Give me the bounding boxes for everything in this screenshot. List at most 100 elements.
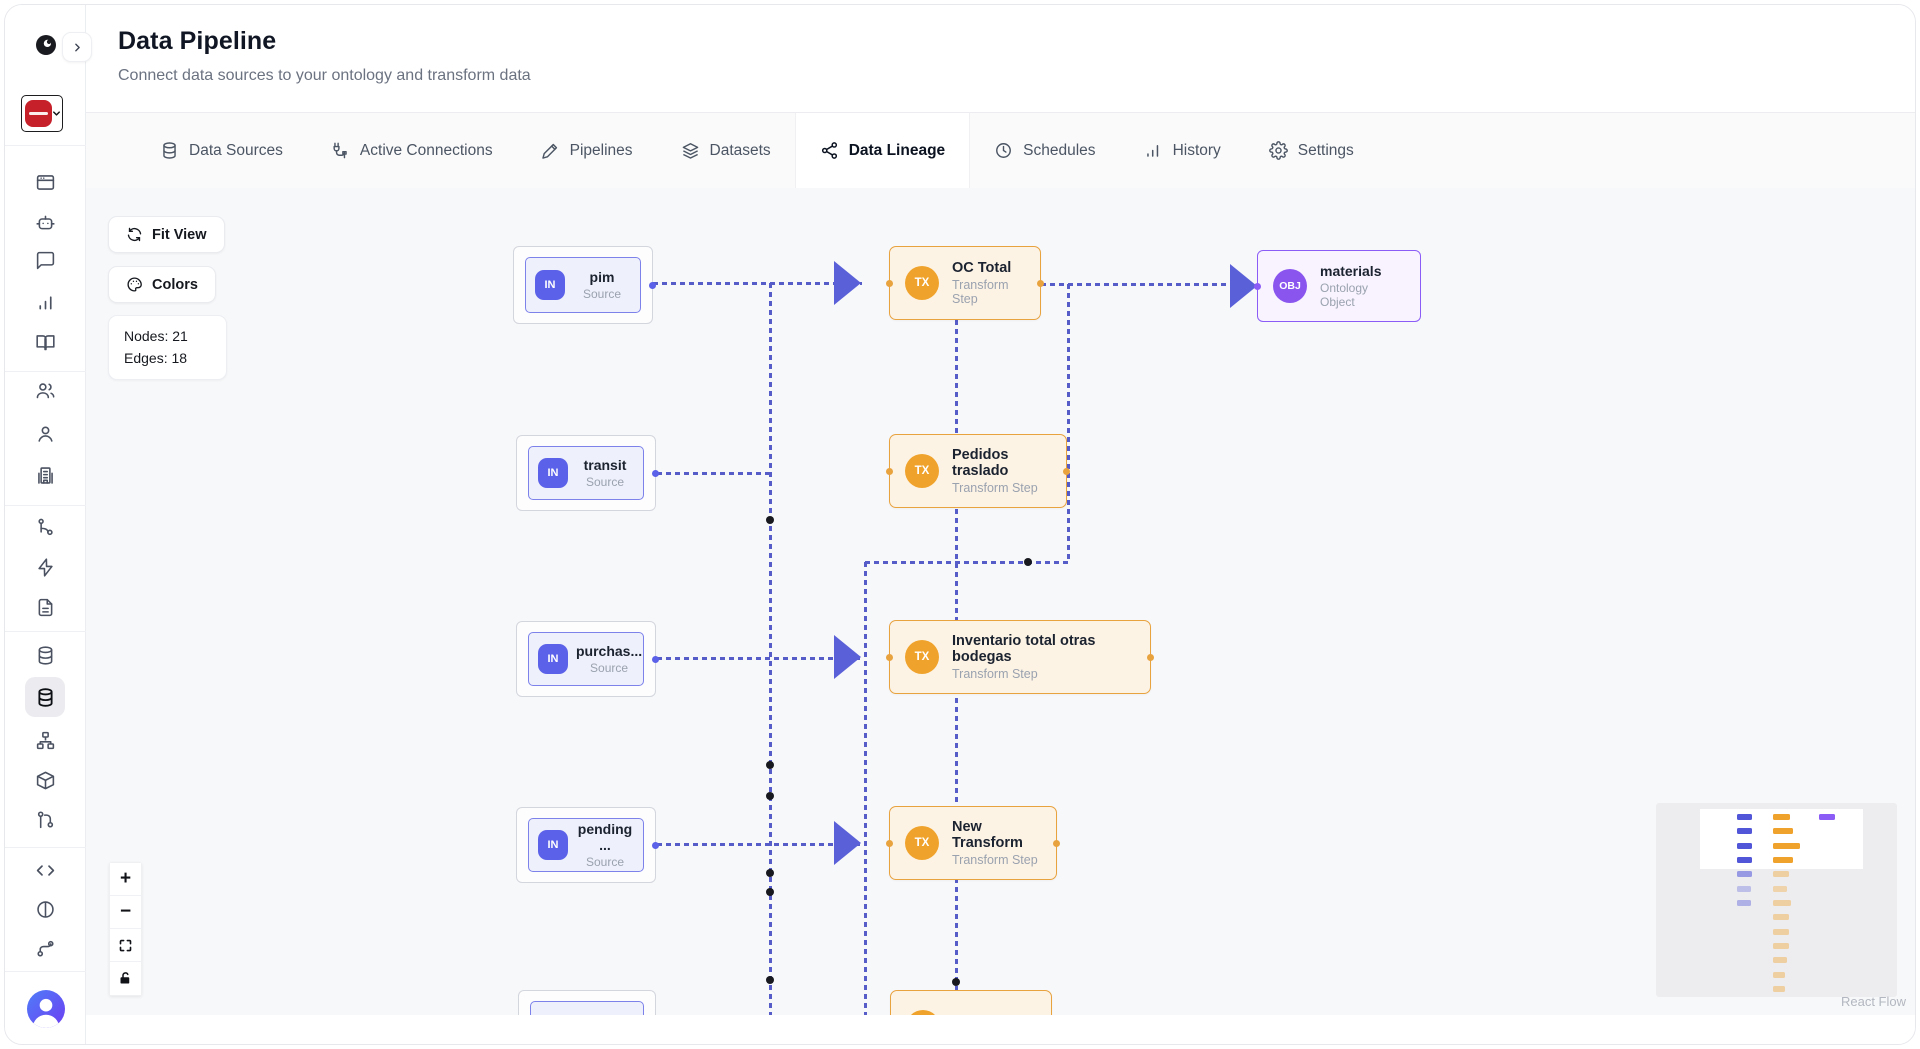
object-node-badge: OBJ — [1273, 269, 1307, 303]
sidebar-item-assistant[interactable] — [25, 202, 65, 242]
node-handle[interactable] — [652, 469, 659, 477]
product-logo[interactable] — [34, 33, 58, 57]
source-node-pim[interactable]: IN pim Source — [513, 246, 656, 324]
sidebar-item-user[interactable] — [25, 413, 65, 453]
minimap-node-mark — [1773, 814, 1790, 820]
node-handle[interactable] — [1063, 467, 1070, 475]
sidebar-collapse-button[interactable] — [62, 32, 92, 62]
source-node-pending[interactable]: IN pending ... Source — [516, 807, 659, 883]
tab-active-connections[interactable]: Active Connections — [307, 113, 517, 188]
tab-history[interactable]: History — [1120, 113, 1245, 188]
sidebar-item-analytics[interactable] — [25, 282, 65, 322]
tab-datasets[interactable]: Datasets — [657, 113, 795, 188]
node-handle[interactable] — [1053, 839, 1060, 847]
source-node-badge: IN — [535, 270, 565, 300]
object-node-materials[interactable]: OBJ materials Ontology Object — [1254, 250, 1421, 322]
node-handle[interactable] — [1254, 282, 1261, 290]
node-handle[interactable] — [886, 467, 893, 475]
page-header: Data Pipeline Connect data sources to yo… — [86, 5, 1915, 112]
node-handle[interactable] — [886, 279, 893, 287]
sidebar-item-versions[interactable] — [25, 928, 65, 968]
database-icon — [37, 687, 53, 707]
cube-icon — [36, 771, 54, 789]
source-node-partial[interactable] — [518, 990, 656, 1015]
transform-node-subtitle: Transform Step — [952, 667, 1038, 681]
sidebar — [5, 5, 86, 1044]
bar-chart-icon — [1146, 144, 1158, 157]
chevron-down-icon — [53, 111, 60, 116]
sidebar-item-code[interactable] — [25, 850, 65, 890]
source-node-badge: IN — [538, 644, 568, 674]
tab-pipelines[interactable]: Pipelines — [517, 113, 657, 188]
nodes-count: Nodes: 21 — [124, 328, 188, 344]
workspace-switcher[interactable] — [21, 95, 63, 132]
node-handle[interactable] — [652, 841, 659, 849]
sidebar-item-branches[interactable] — [25, 507, 65, 547]
minimap-node-mark — [1773, 900, 1791, 906]
sidebar-item-docs[interactable] — [25, 322, 65, 362]
transform-node-new-transform[interactable]: TX New Transform Transform Step — [886, 806, 1060, 880]
fit-view-control-button[interactable] — [110, 929, 141, 962]
sidebar-item-data-sources[interactable] — [25, 635, 65, 675]
object-node-subtitle: Ontology Object — [1320, 281, 1369, 309]
colors-button[interactable]: Colors — [108, 266, 216, 303]
minimap-node-mark — [1737, 814, 1752, 820]
clock-icon — [996, 143, 1012, 158]
transform-node-pedidos-traslado[interactable]: TX Pedidos traslado Transform Step — [886, 434, 1070, 508]
node-handle[interactable] — [652, 655, 659, 663]
transform-node-inventario[interactable]: TX Inventario total otras bodegas Transf… — [886, 620, 1154, 694]
sidebar-item-pull-requests[interactable] — [25, 799, 65, 839]
sidebar-divider — [5, 631, 86, 632]
source-node-subtitle: Source — [582, 287, 622, 301]
sidebar-item-model[interactable] — [25, 889, 65, 929]
node-handle[interactable] — [649, 281, 656, 289]
react-flow-attribution[interactable]: React Flow — [1840, 994, 1906, 1009]
minimap-node-mark — [1773, 886, 1787, 892]
node-handle[interactable] — [1147, 653, 1154, 661]
lock-button[interactable] — [110, 962, 141, 995]
sidebar-item-objects[interactable] — [25, 760, 65, 800]
split-circle-icon — [36, 900, 54, 918]
sidebar-item-users[interactable] — [25, 370, 65, 410]
minus-icon: − — [119, 901, 132, 922]
edge-junction-dot — [952, 978, 960, 986]
minimap[interactable] — [1656, 803, 1897, 997]
minimap-node-mark — [1819, 814, 1835, 820]
transform-node-oc-total[interactable]: TX OC Total Transform Step — [886, 246, 1044, 320]
node-handle[interactable] — [1037, 279, 1044, 287]
node-handle[interactable] — [886, 653, 893, 661]
building-icon — [37, 466, 53, 484]
source-node-badge: IN — [538, 830, 568, 860]
fit-view-button[interactable]: Fit View — [108, 216, 225, 253]
transform-node-subtitle: Transform Step — [952, 481, 1038, 495]
bar-chart-icon — [38, 295, 52, 309]
zoom-out-button[interactable]: − — [110, 896, 141, 929]
sidebar-item-automations[interactable] — [25, 547, 65, 587]
node-handle[interactable] — [886, 839, 893, 847]
sidebar-item-data-pipeline[interactable] — [25, 677, 65, 717]
edges-count: Edges: 18 — [124, 349, 188, 366]
tab-data-lineage[interactable]: Data Lineage — [794, 113, 971, 188]
graph-stats-panel: Nodes: 21 Edges: 18 — [108, 315, 227, 381]
sidebar-item-documents[interactable] — [25, 587, 65, 627]
file-text-icon — [38, 598, 52, 616]
user-avatar[interactable] — [27, 990, 65, 1028]
sitemap-icon — [36, 731, 54, 749]
edge-arrowhead — [834, 635, 861, 679]
sidebar-item-window[interactable] — [25, 162, 65, 202]
tab-schedules[interactable]: Schedules — [970, 113, 1119, 188]
sidebar-item-organization[interactable] — [25, 455, 65, 495]
tab-settings[interactable]: Settings — [1245, 113, 1378, 188]
sidebar-item-hierarchy[interactable] — [25, 720, 65, 760]
source-node-subtitle: Source — [585, 475, 625, 489]
object-node-title: materials — [1320, 263, 1382, 279]
transform-node-subtitle: Transform Step — [952, 853, 1038, 867]
tab-data-sources[interactable]: Data Sources — [136, 113, 307, 188]
source-node-transit[interactable]: IN transit Source — [516, 435, 659, 511]
zoom-in-button[interactable]: + — [110, 863, 141, 896]
source-node-purchases[interactable]: IN purchas... Source — [516, 621, 659, 697]
transform-node-partial[interactable] — [890, 990, 1052, 1015]
sidebar-divider — [5, 371, 86, 372]
sidebar-item-chat[interactable] — [25, 240, 65, 280]
lineage-canvas[interactable]: Fit View Colors Nodes: 21 Edges: 18 — [86, 188, 1915, 1015]
